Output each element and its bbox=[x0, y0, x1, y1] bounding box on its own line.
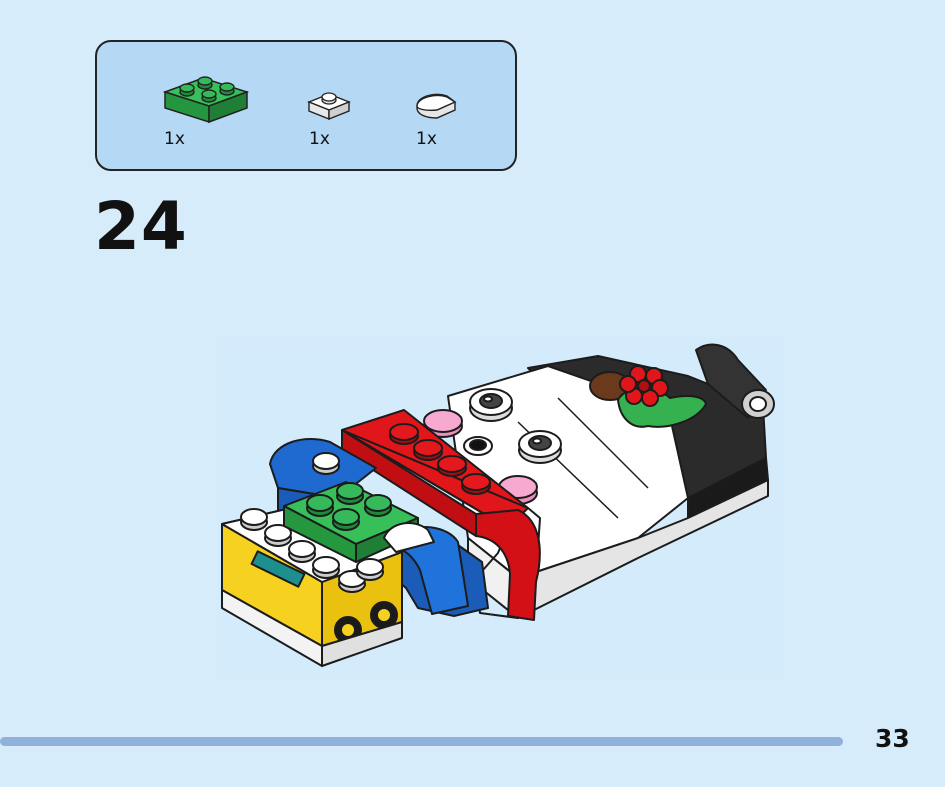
green-plate-icon bbox=[163, 66, 249, 126]
part-quantity: 1x bbox=[164, 129, 185, 149]
part-quantity: 1x bbox=[309, 129, 330, 149]
page-progress-bar bbox=[0, 737, 843, 746]
build-model-illustration bbox=[218, 338, 783, 678]
page-number: 33 bbox=[875, 724, 910, 753]
step-number: 24 bbox=[94, 188, 188, 265]
parts-needed-callout: 1x 1x 1x bbox=[95, 40, 517, 171]
part-quantity: 1x bbox=[416, 129, 437, 149]
white-plate-icon bbox=[305, 88, 353, 122]
white-round-tile-icon bbox=[413, 90, 459, 124]
